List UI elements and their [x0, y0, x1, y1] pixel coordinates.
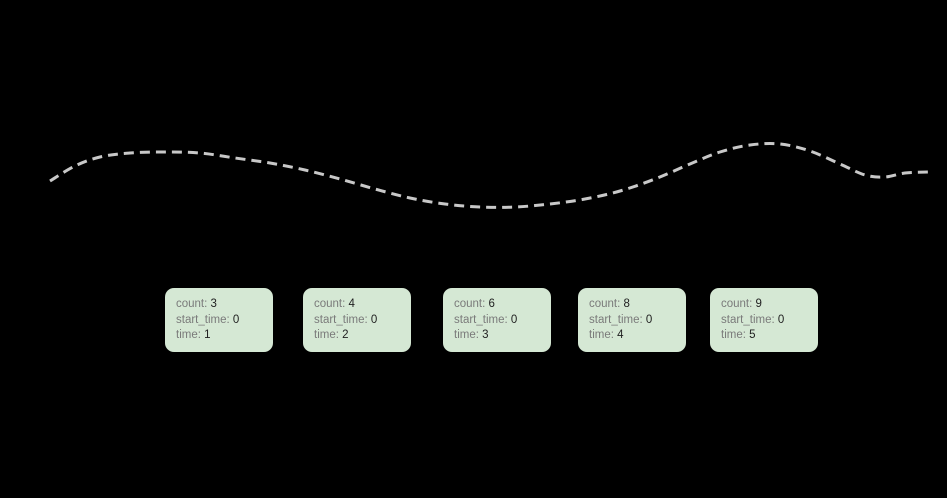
node-field-value: 8: [623, 298, 630, 310]
node-field-value: 0: [777, 313, 785, 326]
node-field: start_time: 0: [589, 313, 686, 329]
node-field: count: 8: [589, 297, 686, 313]
node-field-value: 4: [617, 329, 624, 341]
node-field-key: start_time:: [721, 313, 775, 326]
node-field-key: start_time:: [589, 313, 643, 326]
node-field-value: 0: [510, 313, 518, 326]
node-field: count: 6: [454, 297, 551, 313]
node-field-key: time:: [176, 329, 201, 341]
node-field: start_time: 0: [176, 313, 273, 329]
node-field-key: start_time:: [454, 313, 508, 326]
node-field-key: time:: [314, 329, 339, 341]
node-field-key: start_time:: [314, 313, 368, 326]
node-field: time: 2: [314, 328, 411, 344]
node-field: start_time: 0: [454, 313, 551, 329]
node-field: time: 3: [454, 328, 551, 344]
node-field: time: 4: [589, 328, 686, 344]
node-field-value: 3: [482, 329, 489, 341]
node-field-key: time:: [589, 329, 614, 341]
node-field-value: 9: [755, 298, 762, 310]
node-field: count: 9: [721, 297, 818, 313]
node-field: time: 1: [176, 328, 273, 344]
node-field-value: 3: [210, 298, 217, 310]
node-field-value: 5: [749, 329, 756, 341]
dashed-wave-path: [49, 142, 931, 209]
node-field-value: 0: [370, 313, 378, 326]
node-field-key: start_time:: [176, 313, 230, 326]
node-field-key: time:: [454, 329, 479, 341]
node-field-key: count:: [176, 298, 208, 310]
node-field-key: time:: [721, 329, 746, 341]
node-field-key: count:: [314, 298, 346, 310]
node-field-key: count:: [454, 298, 486, 310]
node-field: count: 3: [176, 297, 273, 313]
node-field-value: 0: [645, 313, 653, 326]
node-field-value: 4: [348, 298, 355, 310]
node-field-value: 2: [342, 329, 349, 341]
node-field-value: 0: [232, 313, 240, 326]
node-field: count: 4: [314, 297, 411, 313]
node-field: start_time: 0: [721, 313, 818, 329]
node-field-key: count:: [721, 298, 753, 310]
node-field-value: 1: [204, 329, 211, 341]
node-field-value: 6: [488, 298, 495, 310]
node-field: time: 5: [721, 328, 818, 344]
node-field: start_time: 0: [314, 313, 411, 329]
node-field-key: count:: [589, 298, 621, 310]
